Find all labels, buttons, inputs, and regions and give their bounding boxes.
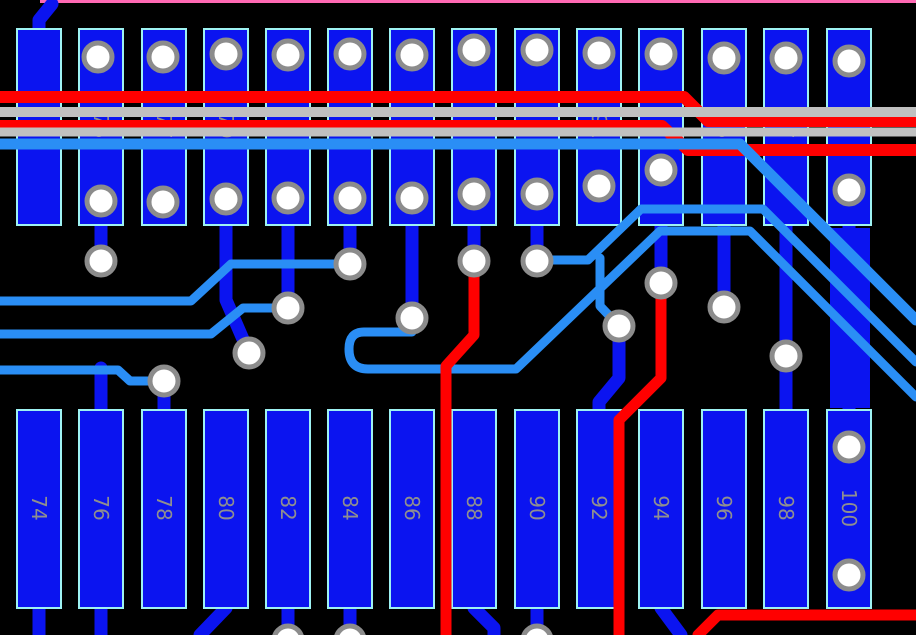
via <box>457 177 491 211</box>
trace-bus-layer <box>0 91 916 635</box>
red-trace <box>440 255 480 635</box>
pad-bottom <box>638 409 684 609</box>
light-blue-trace <box>0 303 293 339</box>
via <box>707 290 741 324</box>
pad-bottom <box>16 409 62 609</box>
blue-layer-trace <box>467 601 501 635</box>
via <box>333 37 367 71</box>
via <box>395 301 429 335</box>
via <box>146 185 180 219</box>
pin-label-bottom: 84 <box>338 495 362 520</box>
pad-bottom <box>701 409 747 609</box>
blue-layer-trace <box>193 601 233 635</box>
pad-bottom <box>763 409 809 609</box>
red-trace <box>613 277 667 635</box>
via <box>146 40 180 74</box>
via <box>271 291 305 325</box>
via <box>832 558 866 592</box>
light-blue-trace <box>0 365 169 386</box>
light-blue-trace <box>0 259 355 306</box>
light-blue-trace <box>532 204 916 367</box>
via <box>644 153 678 187</box>
via <box>232 336 266 370</box>
via <box>769 41 803 75</box>
via <box>769 339 803 373</box>
pad-bottom <box>78 409 124 609</box>
blue-layer-trace <box>219 191 256 360</box>
blue-layer-trace <box>654 601 688 635</box>
pin-label-bottom: 80 <box>214 495 238 520</box>
via <box>333 247 367 281</box>
via <box>582 36 616 70</box>
via <box>582 169 616 203</box>
red-bus-trace <box>0 120 916 156</box>
light-blue-bus-trace <box>0 138 916 326</box>
pin-label-bottom: 92 <box>587 495 611 520</box>
via <box>521 623 553 635</box>
pin-label-bottom: 74 <box>27 495 51 520</box>
pad-bottom <box>327 409 373 609</box>
via-layer <box>81 33 866 635</box>
blue-layer-trace <box>32 0 59 35</box>
pin-label-bottom: 78 <box>152 495 176 520</box>
via <box>832 44 866 78</box>
pad-bottom <box>451 409 497 609</box>
via <box>147 364 181 398</box>
via <box>334 623 366 635</box>
pin-label-bottom: 100 <box>837 489 861 527</box>
via <box>333 181 367 215</box>
red-trace <box>692 609 916 635</box>
pad-bottom <box>203 409 249 609</box>
pin-label-bottom: 76 <box>89 495 113 520</box>
via <box>457 33 491 67</box>
light-blue-trace <box>344 226 916 402</box>
via <box>84 244 118 278</box>
via <box>457 244 491 278</box>
via <box>209 37 243 71</box>
pin-label-bottom: 96 <box>712 495 736 520</box>
via <box>271 181 305 215</box>
pin-label-bottom: 88 <box>462 495 486 520</box>
via <box>272 623 304 635</box>
via <box>395 181 429 215</box>
via <box>644 37 678 71</box>
pad-bottom <box>389 409 435 609</box>
via <box>520 177 554 211</box>
via <box>271 38 305 72</box>
via <box>832 430 866 464</box>
via <box>81 40 115 74</box>
pad-bottom <box>265 409 311 609</box>
via <box>209 182 243 216</box>
via <box>602 309 636 343</box>
pad-bottom <box>514 409 560 609</box>
via <box>84 184 118 218</box>
pin-label-bottom: 98 <box>774 495 798 520</box>
via <box>832 173 866 207</box>
pin-label-bottom: 94 <box>649 495 673 520</box>
blue-layer-trace <box>592 319 626 417</box>
via <box>520 33 554 67</box>
pin-label-bottom: 90 <box>525 495 549 520</box>
via <box>707 41 741 75</box>
via <box>644 266 678 300</box>
pin-label-bottom: 86 <box>400 495 424 520</box>
pad-bottom <box>141 409 187 609</box>
pin-label-bottom: 82 <box>276 495 300 520</box>
via <box>395 38 429 72</box>
via <box>520 244 554 278</box>
